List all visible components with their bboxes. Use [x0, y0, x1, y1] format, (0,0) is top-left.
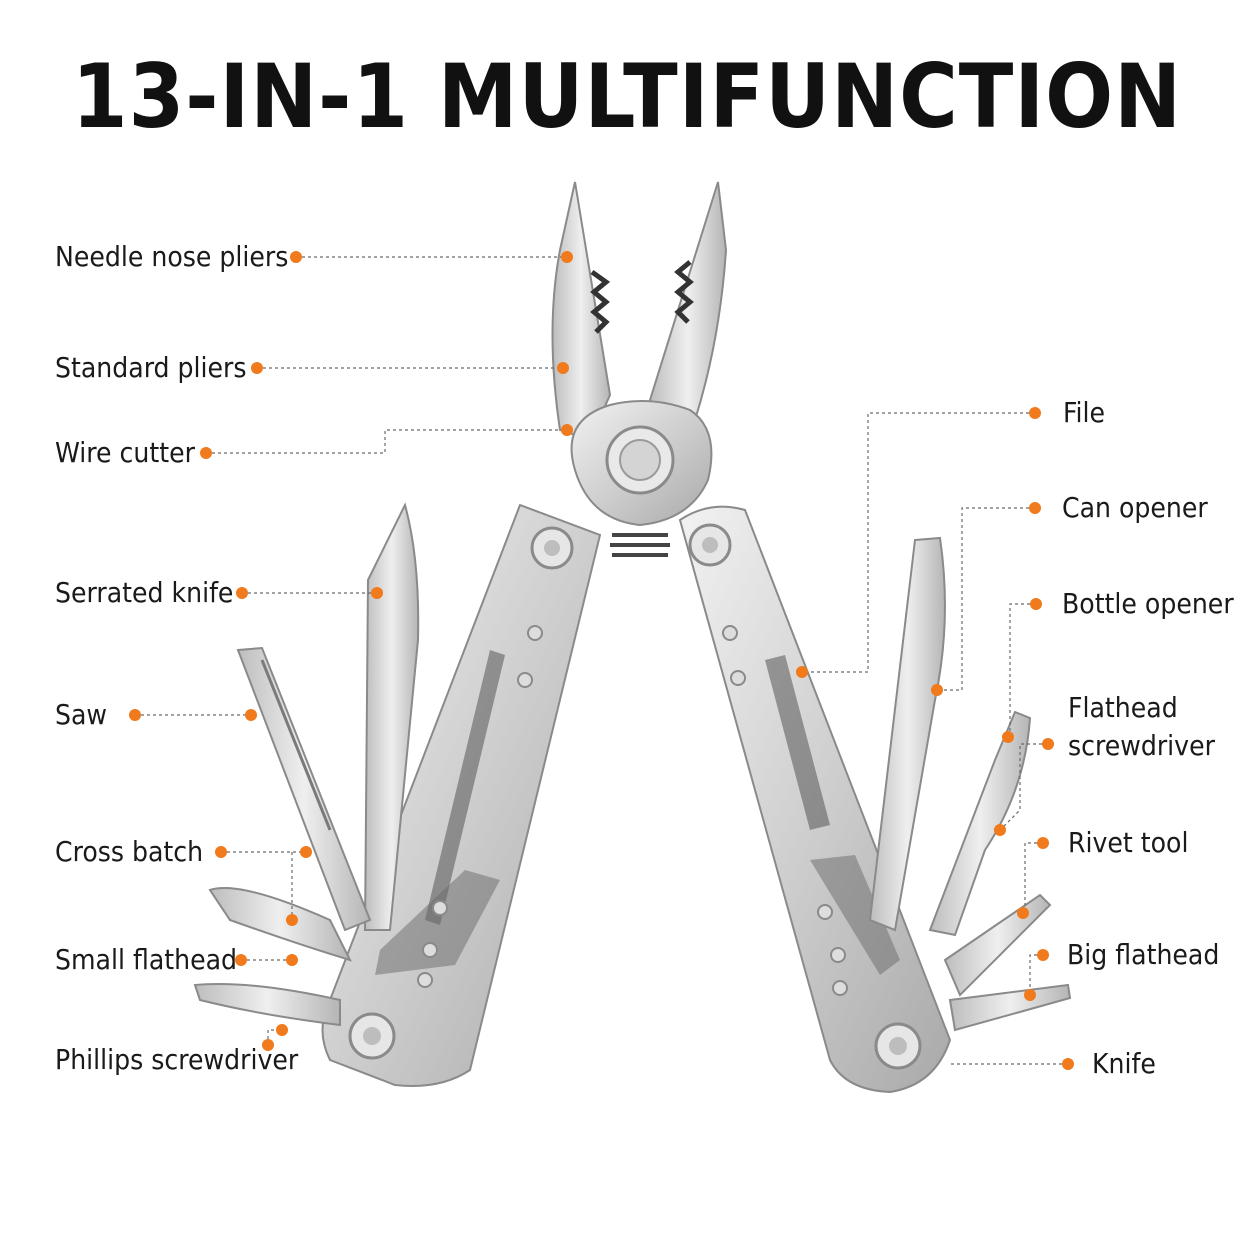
label-saw: Saw: [55, 698, 108, 731]
label-can-opener: Can opener: [1062, 491, 1208, 524]
page-title: 13-IN-1 MULTIFUNCTION: [71, 45, 1183, 149]
label-serrated-knife: Serrated knife: [55, 576, 234, 609]
callout-dot: [1024, 989, 1036, 1001]
label-wire-cutter: Wire cutter: [55, 436, 195, 469]
leader-lines: [135, 256, 1068, 1065]
label-small-flathead: Small flathead: [55, 943, 238, 976]
callout-dot: [1037, 949, 1049, 961]
callout-dot: [1042, 738, 1054, 750]
label-rivet-tool: Rivet tool: [1068, 826, 1189, 859]
callout-dot: [290, 251, 302, 263]
label-phillips-screwdriver: Phillips screwdriver: [55, 1043, 299, 1076]
callout-dot: [931, 684, 943, 696]
callout-dot: [251, 362, 263, 374]
label-bottle-opener: Bottle opener: [1062, 587, 1234, 620]
callout-dots: [129, 251, 1074, 1070]
callout-dot: [1029, 407, 1041, 419]
callout-dot: [1002, 731, 1014, 743]
callout-dot: [262, 1039, 274, 1051]
callout-dot: [276, 1024, 288, 1036]
callout-dot: [796, 666, 808, 678]
pivot-hub: [570, 400, 713, 557]
label-knife: Knife: [1092, 1047, 1156, 1080]
right-handle: [678, 505, 952, 1094]
pliers-jaws: [551, 181, 728, 442]
callout-dot: [1037, 837, 1049, 849]
label-flathead-screwdriver-line1: Flathead: [1068, 691, 1178, 724]
callout-dot: [557, 362, 569, 374]
callout-dot: [236, 587, 248, 599]
callout-dot: [286, 954, 298, 966]
callout-dot: [1062, 1058, 1074, 1070]
label-flathead-screwdriver-line2: screwdriver: [1068, 729, 1215, 762]
callout-dot: [371, 587, 383, 599]
callout-dot: [1017, 907, 1029, 919]
callout-dot: [300, 846, 312, 858]
left-handle: [321, 503, 602, 1087]
callout-dot: [1029, 502, 1041, 514]
callout-dot: [235, 954, 247, 966]
callout-dot: [215, 846, 227, 858]
left-tools: [193, 502, 420, 1027]
label-standard-pliers: Standard pliers: [55, 351, 247, 384]
callout-dot: [245, 709, 257, 721]
callout-dot: [561, 424, 573, 436]
callout-dot: [286, 914, 298, 926]
label-flathead-screwdriver: Flathead screwdriver: [1068, 689, 1215, 765]
right-tools: [868, 536, 1072, 1032]
label-big-flathead: Big flathead: [1067, 938, 1220, 971]
callout-dot: [200, 447, 212, 459]
callout-dot: [561, 251, 573, 263]
label-file: File: [1063, 396, 1105, 429]
callout-dot: [994, 824, 1006, 836]
callout-dot: [129, 709, 141, 721]
label-cross-batch: Cross batch: [55, 835, 204, 868]
callout-dot: [1030, 598, 1042, 610]
label-needle-nose-pliers: Needle nose pliers: [55, 240, 289, 273]
